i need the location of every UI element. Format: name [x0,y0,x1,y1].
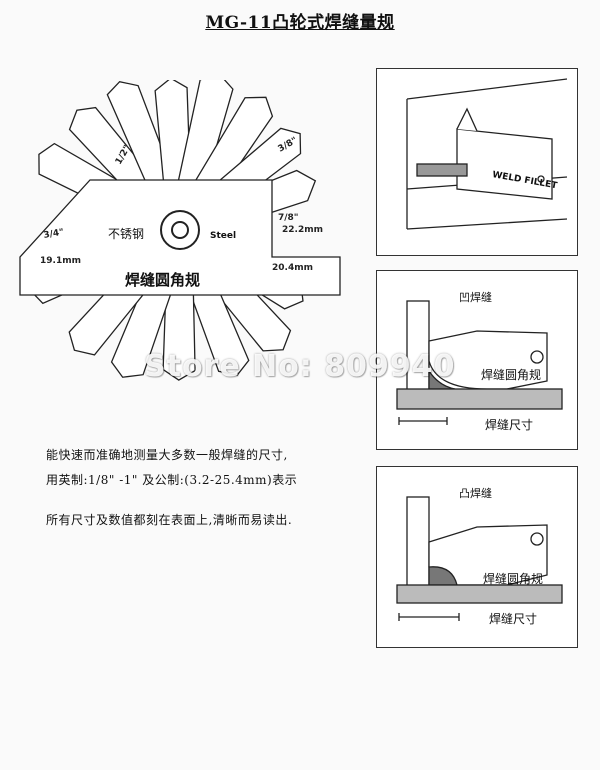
description-line-3: 所有尺寸及数值都刻在表面上,清晰而易读出. [46,513,293,527]
blade-label: 19.1mm [40,256,81,266]
panel-concave-weld: 凹焊缝 焊缝圆角规 焊缝尺寸 [376,270,578,450]
weld-size-label: 焊缝尺寸 [489,611,537,626]
steel-label: Steel [210,231,236,241]
page-title: MG-11凸轮式焊缝量规 [205,13,395,33]
blade-label: 20.4mm [272,263,313,273]
blade-label: 3/4" [43,228,65,241]
store-watermark: Store No: 809940 [144,349,456,384]
panel-title: 凸焊缝 [459,486,492,500]
panel-title: 凹焊缝 [459,290,492,304]
weld-size-label: 焊缝尺寸 [485,417,533,432]
material-label: 不锈钢 [108,227,144,241]
gauge-name-label: 焊缝圆角规 [483,571,543,586]
fillet-gauge-illustration: 3/4" 19.1mm 1/2" 3/8" 7/8" 22.2mm 20.4mm… [10,74,355,410]
gauge-name-label: 焊缝圆角规 [125,271,200,289]
description-line-2: 用英制:1/8" -1" 及公制:(3.2-25.4mm)表示 [46,473,298,487]
description-line-1: 能快速而准确地测量大多数一般焊缝的尺寸, [46,448,288,462]
gauge-name-label: 焊缝圆角规 [481,367,541,382]
blade-label: 22.2mm [282,225,323,235]
blade-label: 7/8" [278,213,299,223]
panel-convex-weld: 凸焊缝 焊缝圆角规 焊缝尺寸 [376,466,578,648]
panel-usage-top: WELD FILLET [376,68,578,256]
